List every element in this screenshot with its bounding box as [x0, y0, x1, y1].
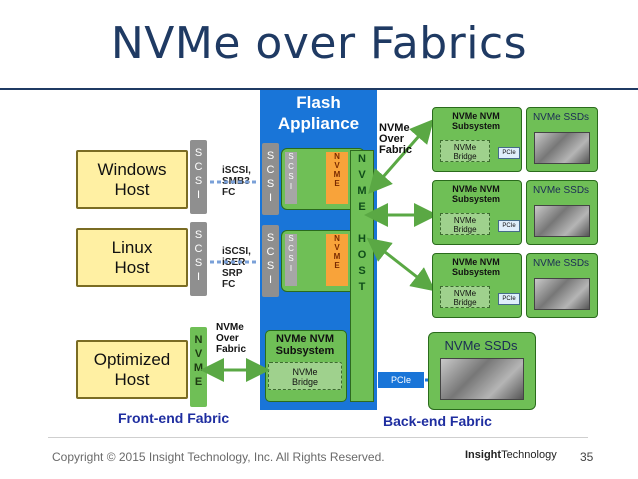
ssd-drives-image-1 [534, 132, 590, 164]
optimized-host-box: Optimized Host [76, 340, 188, 399]
inner-nvme-2: N V M E [326, 234, 348, 286]
remote-subsystem-title-2: NVMe NVM Subsystem [451, 184, 501, 204]
local-ssd-title: NVMe SSDs [444, 338, 518, 353]
page-number: 35 [580, 450, 594, 464]
backend-pcie-link: PCIe [378, 372, 424, 388]
appliance-subsystem-title: NVMe NVM Subsystem [275, 333, 335, 357]
remote-bridge-2: NVMe Bridge [440, 213, 490, 235]
inner-scsi-1: S C S I [285, 152, 297, 204]
remote-ssd-title-2: NVMe SSDs [532, 185, 590, 196]
backend-protocol-label: NVMe Over Fabric [379, 122, 413, 156]
remote-ssd-title-1: NVMe SSDs [532, 112, 590, 123]
remote-pcie-3: PCIe [498, 293, 520, 305]
optimized-protocols: NVMe Over Fabric [216, 322, 247, 355]
optimized-nvme-adapter: N V M E [190, 327, 207, 407]
remote-bridge-1: NVMe Bridge [440, 140, 490, 162]
linux-host-box: Linux Host [76, 228, 188, 287]
remote-bridge-3: NVMe Bridge [440, 286, 490, 308]
windows-scsi-adapter: S C S I [190, 140, 207, 214]
remote-ssd-title-3: NVMe SSDs [532, 258, 590, 269]
remote-subsystem-title-1: NVMe NVM Subsystem [451, 111, 501, 131]
remote-pcie-2: PCIe [498, 220, 520, 232]
slide-title: NVMe over Fabrics [110, 18, 528, 69]
back-end-fabric-label: Back-end Fabric [383, 413, 492, 429]
remote-pcie-1: PCIe [498, 147, 520, 159]
fabric-link-1 [368, 118, 434, 195]
footer-rule [48, 437, 588, 438]
windows-host-box: Windows Host [76, 150, 188, 209]
title-rule [0, 88, 638, 90]
inner-scsi-2: S C S I [285, 234, 297, 286]
ssd-drives-image-3 [534, 278, 590, 310]
ssd-drives-image-2 [534, 205, 590, 237]
linux-scsi-adapter: S C S I [190, 222, 207, 296]
remote-subsystem-title-3: NVMe NVM Subsystem [451, 257, 501, 277]
company-logo: InsightTechnology [465, 449, 557, 461]
front-end-fabric-label: Front-end Fabric [118, 410, 230, 426]
flash-appliance-title: Flash Appliance [277, 93, 360, 133]
local-ssd-drives-image [440, 358, 524, 400]
copyright-text: Copyright © 2015 Insight Technology, Inc… [52, 450, 385, 464]
fabric-link-3 [366, 237, 436, 292]
appliance-scsi-target-1: S C S I [262, 143, 279, 215]
appliance-nvme-bridge: NVMe Bridge [268, 362, 342, 390]
inner-nvme-1: N V M E [326, 152, 348, 204]
windows-protocols: iSCSI, SMB3 FC [222, 165, 251, 198]
appliance-scsi-target-2: S C S I [262, 225, 279, 297]
